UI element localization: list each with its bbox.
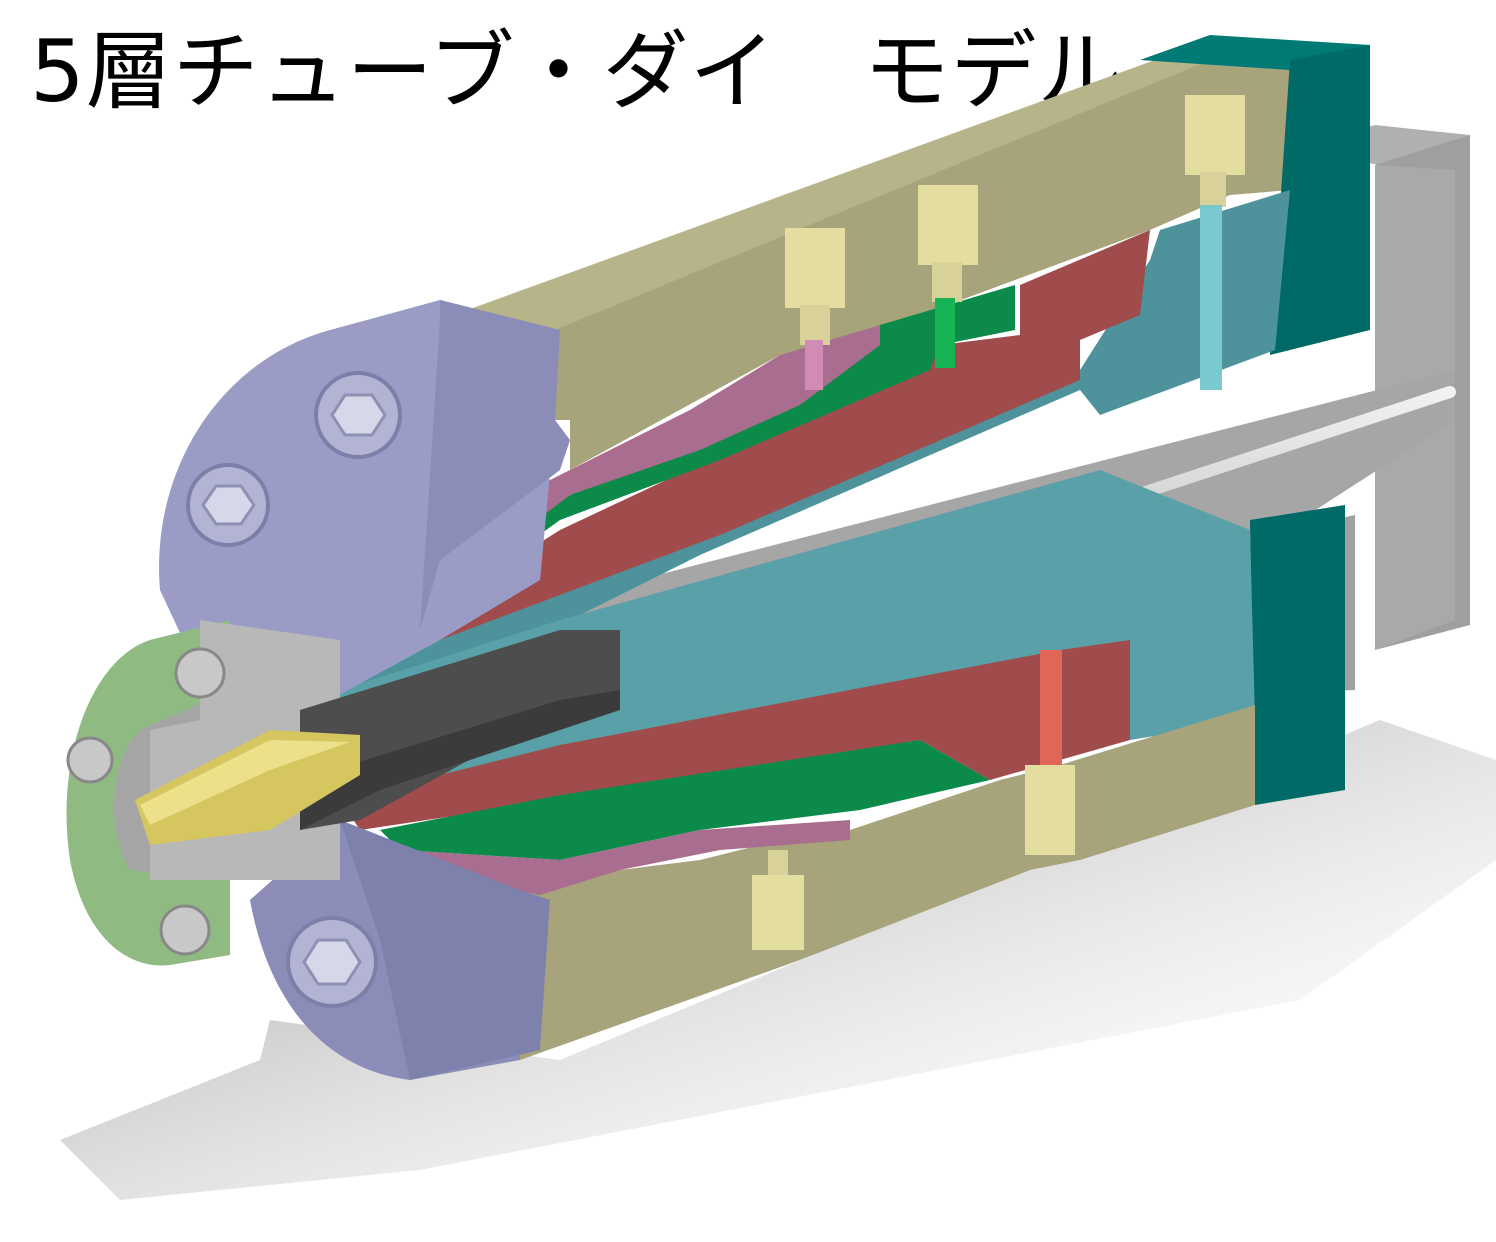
feed-port-icon — [785, 228, 845, 390]
gold-pin-highlight — [140, 740, 350, 825]
feed-port-icon — [918, 185, 978, 368]
feed-port-icon — [752, 850, 804, 950]
hex-socket-bolt-icon — [186, 463, 270, 547]
hex-socket-bolt-icon — [159, 904, 211, 956]
page-title: 5層チューブ・ダイ モデル — [30, 22, 1125, 122]
hex-socket-bolt-icon — [286, 916, 378, 1008]
hex-socket-bolt-icon — [314, 371, 402, 459]
layer-channels-lower — [340, 640, 1130, 895]
layer-red-upper — [360, 230, 1150, 670]
layer-green-lower — [380, 740, 990, 860]
layer-pink-lower — [400, 820, 850, 895]
feed-ports-upper — [785, 95, 1245, 390]
feed-port-icon — [1025, 650, 1075, 855]
gold-pin — [135, 730, 360, 845]
layer-green-upper — [380, 285, 1015, 650]
layer-pink-upper — [400, 325, 880, 625]
end-plate-upper — [1270, 45, 1370, 355]
end-plate-lower — [1250, 505, 1345, 805]
feed-port-icon — [1185, 95, 1245, 390]
hex-socket-bolt-icon — [66, 736, 114, 784]
end-plate — [1140, 35, 1370, 805]
flange-section-lower — [340, 820, 550, 1080]
layer-red-lower — [340, 640, 1130, 830]
die-tip — [66, 620, 620, 966]
feed-ports-lower — [752, 650, 1075, 950]
flange-section-upper — [420, 300, 570, 630]
hex-socket-bolt-icon — [174, 647, 226, 699]
core-pin-dark-lower — [300, 690, 620, 830]
